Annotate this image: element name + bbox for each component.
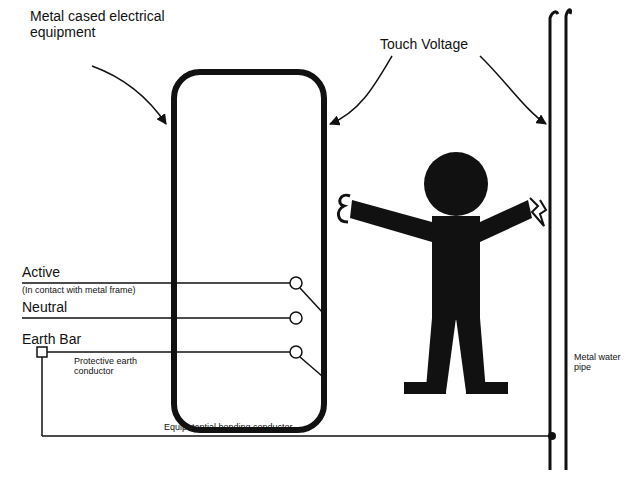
pipe-label: Metal water pipe [574, 352, 622, 373]
wire-note: (In contact with metal frame) [22, 285, 136, 295]
wire-label: Neutral [22, 299, 67, 315]
leader-arrow [330, 56, 392, 124]
person-figure [350, 152, 532, 394]
hand-spark [338, 195, 350, 222]
bond-dot [548, 432, 556, 440]
wire-label: Active [22, 264, 60, 280]
conductor-label: Equipotential bonding conductor [164, 422, 293, 432]
leader-arrow [480, 56, 546, 124]
callout-label: Metal cased electrical equipment [30, 8, 170, 40]
equipment-housing [174, 72, 324, 430]
leader-arrow [92, 66, 166, 124]
hand-spark [530, 198, 546, 226]
water-pipe [550, 10, 571, 470]
wire-label: Earth Bar [22, 331, 81, 347]
callout-label: Touch Voltage [380, 36, 468, 52]
conductor-label: Protective earth conductor [74, 356, 154, 377]
